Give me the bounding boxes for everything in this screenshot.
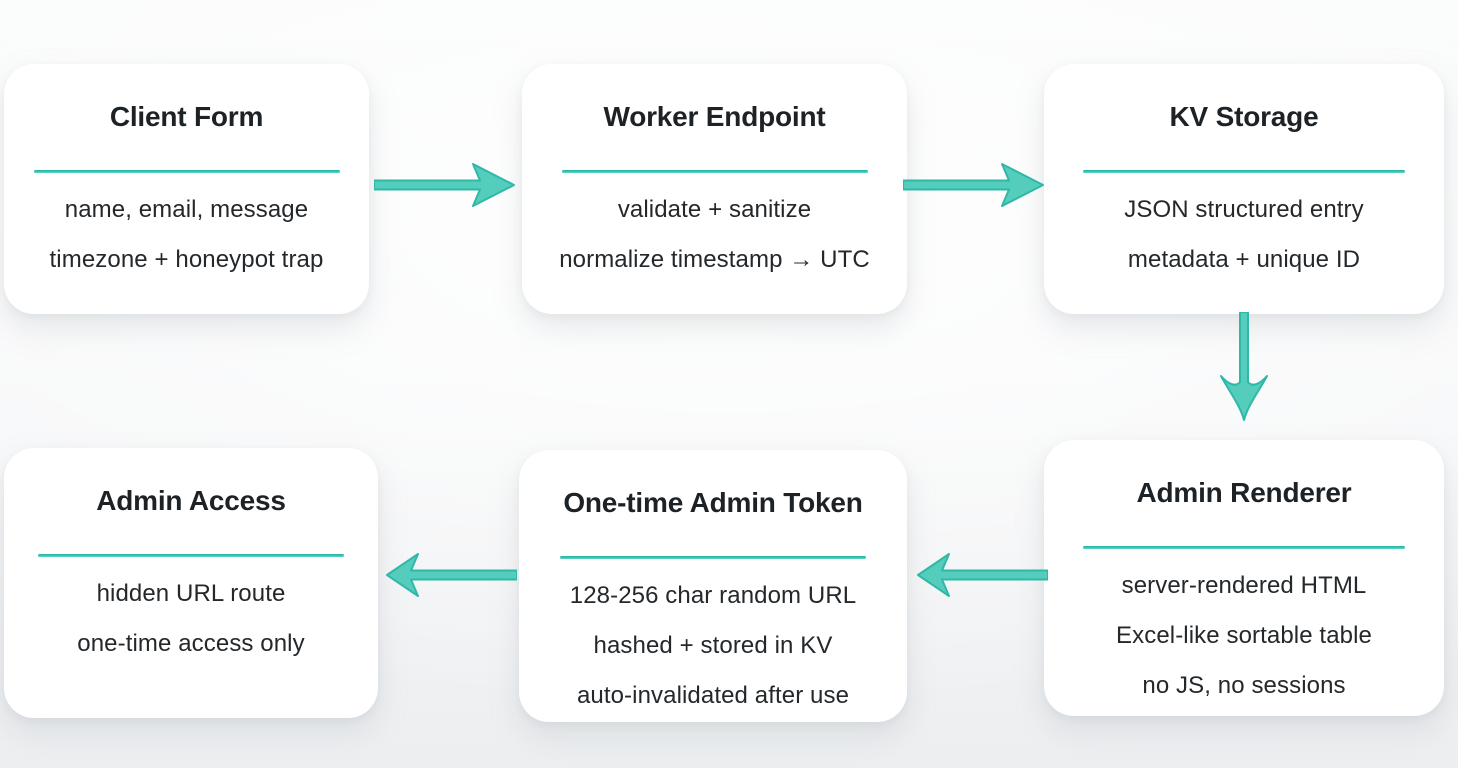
node-body-line: one-time access only [77, 630, 305, 657]
node-body: validate + sanitize normalize timestamp … [522, 185, 907, 285]
node-body-line: server-rendered HTML [1121, 572, 1367, 599]
node-title: One-time Admin Token [563, 487, 863, 518]
node-body: 128-256 char random URL hashed + stored … [519, 571, 907, 721]
node-title: Admin Renderer [1136, 477, 1352, 508]
node-admin-access: Admin Access hidden URL route one-time a… [4, 448, 378, 718]
arrow-one-time-token-to-admin-access-icon [386, 553, 517, 597]
title-divider [38, 554, 344, 557]
node-body-line: metadata + unique ID [1127, 246, 1361, 273]
node-body-line: validate + sanitize [617, 196, 812, 223]
title-divider [560, 556, 866, 559]
node-body: JSON structured entry metadata + unique … [1044, 185, 1444, 285]
node-body: server-rendered HTML Excel-like sortable… [1044, 561, 1444, 711]
node-worker-endpoint: Worker Endpoint validate + sanitize norm… [522, 64, 907, 314]
node-kv-storage: KV Storage JSON structured entry metadat… [1044, 64, 1444, 314]
title-divider [33, 170, 340, 173]
node-title: Worker Endpoint [603, 101, 826, 132]
title-divider [561, 170, 868, 173]
arrow-worker-endpoint-to-kv-storage-icon [903, 163, 1044, 207]
arrow-admin-renderer-to-one-time-token-icon [917, 553, 1048, 597]
node-body-line: timezone + honeypot trap [49, 246, 324, 273]
title-divider [1083, 546, 1405, 549]
node-body-line: normalize timestamp → UTC [559, 246, 870, 273]
node-one-time-admin-token: One-time Admin Token 128-256 char random… [519, 450, 907, 722]
node-client-form: Client Form name, email, message timezon… [4, 64, 369, 314]
node-title: KV Storage [1169, 101, 1319, 132]
node-admin-renderer: Admin Renderer server-rendered HTML Exce… [1044, 440, 1444, 716]
node-body-line: auto-invalidated after use [576, 682, 850, 709]
node-body-line: JSON structured entry [1124, 196, 1364, 223]
node-body-line: 128-256 char random URL [569, 582, 857, 609]
node-body-line: hashed + stored in KV [593, 632, 833, 659]
node-body-line: name, email, message [64, 196, 309, 223]
node-title: Admin Access [96, 485, 286, 516]
arrow-client-form-to-worker-endpoint-icon [374, 163, 515, 207]
node-body-line: hidden URL route [96, 580, 286, 607]
arrow-kv-storage-to-admin-renderer-icon [1220, 312, 1268, 421]
node-body: name, email, message timezone + honeypot… [4, 185, 369, 285]
node-body-line: no JS, no sessions [1142, 672, 1346, 699]
title-divider [1083, 170, 1405, 173]
node-body-line: Excel-like sortable table [1116, 622, 1372, 649]
node-title: Client Form [109, 101, 264, 132]
node-body: hidden URL route one-time access only [4, 569, 378, 669]
